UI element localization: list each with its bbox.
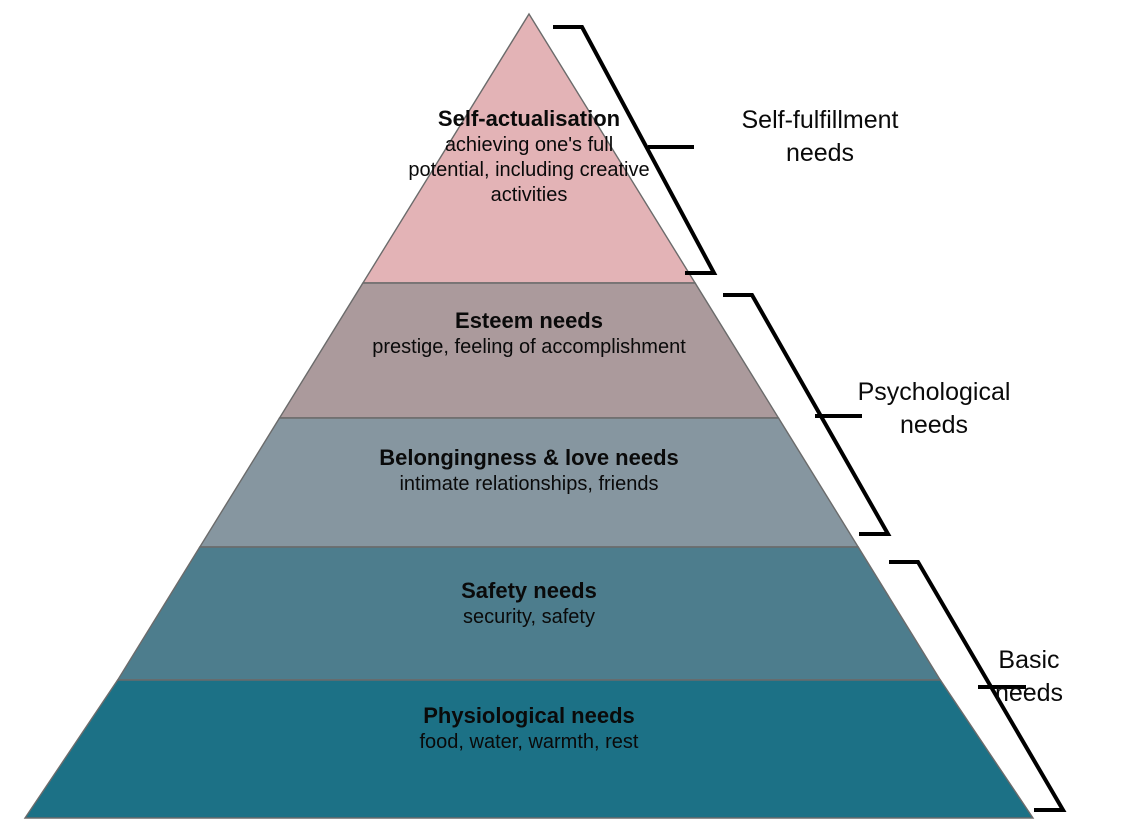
tier-title-physiological: Physiological needs — [423, 703, 635, 728]
tier-title-belongingness-love: Belongingness & love needs — [379, 445, 679, 470]
tier-title-safety: Safety needs — [461, 578, 597, 603]
tier-description-belongingness-love: intimate relationships, friends — [399, 472, 659, 495]
tier-label-esteem: Esteem needs prestige, feeling of accomp… — [299, 307, 759, 360]
bracket-self-fulfillment — [553, 25, 718, 275]
tier-label-physiological: Physiological needs food, water, warmth,… — [179, 702, 879, 755]
tier-description-esteem: prestige, feeling of accomplishment — [372, 335, 686, 358]
tier-shape-physiological — [23, 679, 1035, 819]
tier-title-esteem: Esteem needs — [455, 308, 603, 333]
tier-label-belongingness-love: Belongingness & love needs intimate rela… — [259, 444, 799, 497]
tier-label-safety: Safety needs security, safety — [229, 577, 829, 630]
group-label-basic: Basic needs — [994, 646, 1064, 707]
tier-description-self-actualisation: achieving one's full potential, includin… — [408, 133, 650, 207]
group-label-psychological: Psychological needs — [857, 378, 1011, 439]
tier-description-safety: security, safety — [463, 605, 595, 628]
group-label-self-fulfillment: Self-fulfillment needs — [741, 106, 899, 167]
tier-title-self-actualisation: Self-actualisation — [437, 106, 621, 131]
tier-description-physiological: food, water, warmth, rest — [419, 730, 639, 753]
tier-label-self-actualisation: Self-actualisation achieving one's full … — [404, 105, 654, 208]
